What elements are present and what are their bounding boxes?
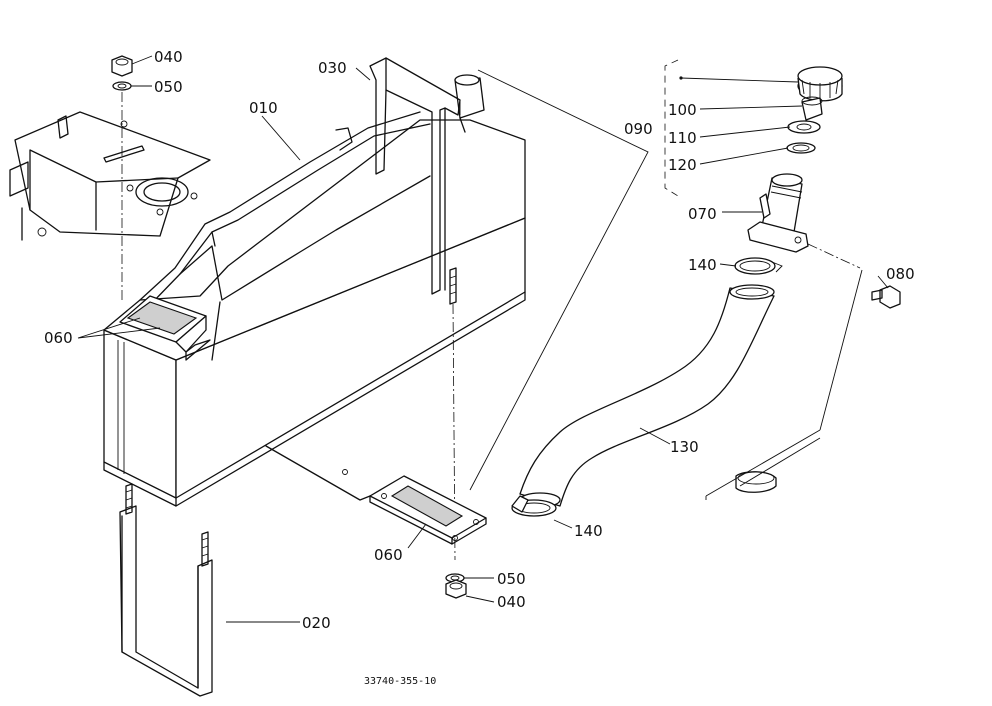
label-120: 120 [668,156,697,174]
nut-040-bottom [445,579,467,599]
label-070: 070 [688,205,717,223]
u-bracket-020 [119,483,213,697]
label-050-bottom: 050 [497,570,526,588]
drawing-code: 33740-355-10 [364,676,436,687]
bolt-080 [871,285,901,309]
label-010: 010 [249,99,278,117]
part-labels: 040 050 030 010 060 020 060 050 040 090 … [44,48,915,687]
hose-clamp-140-upper [734,257,783,275]
label-090: 090 [624,120,653,138]
centerline-stud-right [452,303,456,561]
label-080: 080 [886,265,915,283]
hose-130 [519,284,775,508]
label-140-lower: 140 [574,522,603,540]
label-060-left: 060 [44,329,73,347]
label-040-top: 040 [154,48,183,66]
lower-bracket [342,469,487,545]
assembly-outline [469,69,649,491]
filler-neck-070 [747,173,809,253]
gasket-120 [786,142,816,154]
pad-060-left [119,295,207,353]
mounting-bracket-left [9,111,211,241]
leader-lines [77,55,889,623]
washer-050-top [112,81,132,91]
label-020: 020 [302,614,331,632]
label-060-bottom: 060 [374,546,403,564]
label-040-bottom: 040 [497,593,526,611]
label-030: 030 [318,59,347,77]
radiator-cap-090 [797,66,843,102]
centerline-bolt-080 [807,243,861,269]
label-100: 100 [668,101,697,119]
cap-spring-110 [787,120,821,134]
nut-040-top [111,55,133,77]
radiator-010 [103,74,526,507]
cap-group-bracket [664,59,679,197]
label-140-upper: 140 [688,256,717,274]
top-bracket-030 [369,57,461,305]
label-130: 130 [670,438,699,456]
engine-outline [705,269,863,500]
label-050-top: 050 [154,78,183,96]
cap-seal-100 [801,96,823,121]
hose-clamp-140-lower [511,495,557,517]
label-110: 110 [668,129,697,147]
